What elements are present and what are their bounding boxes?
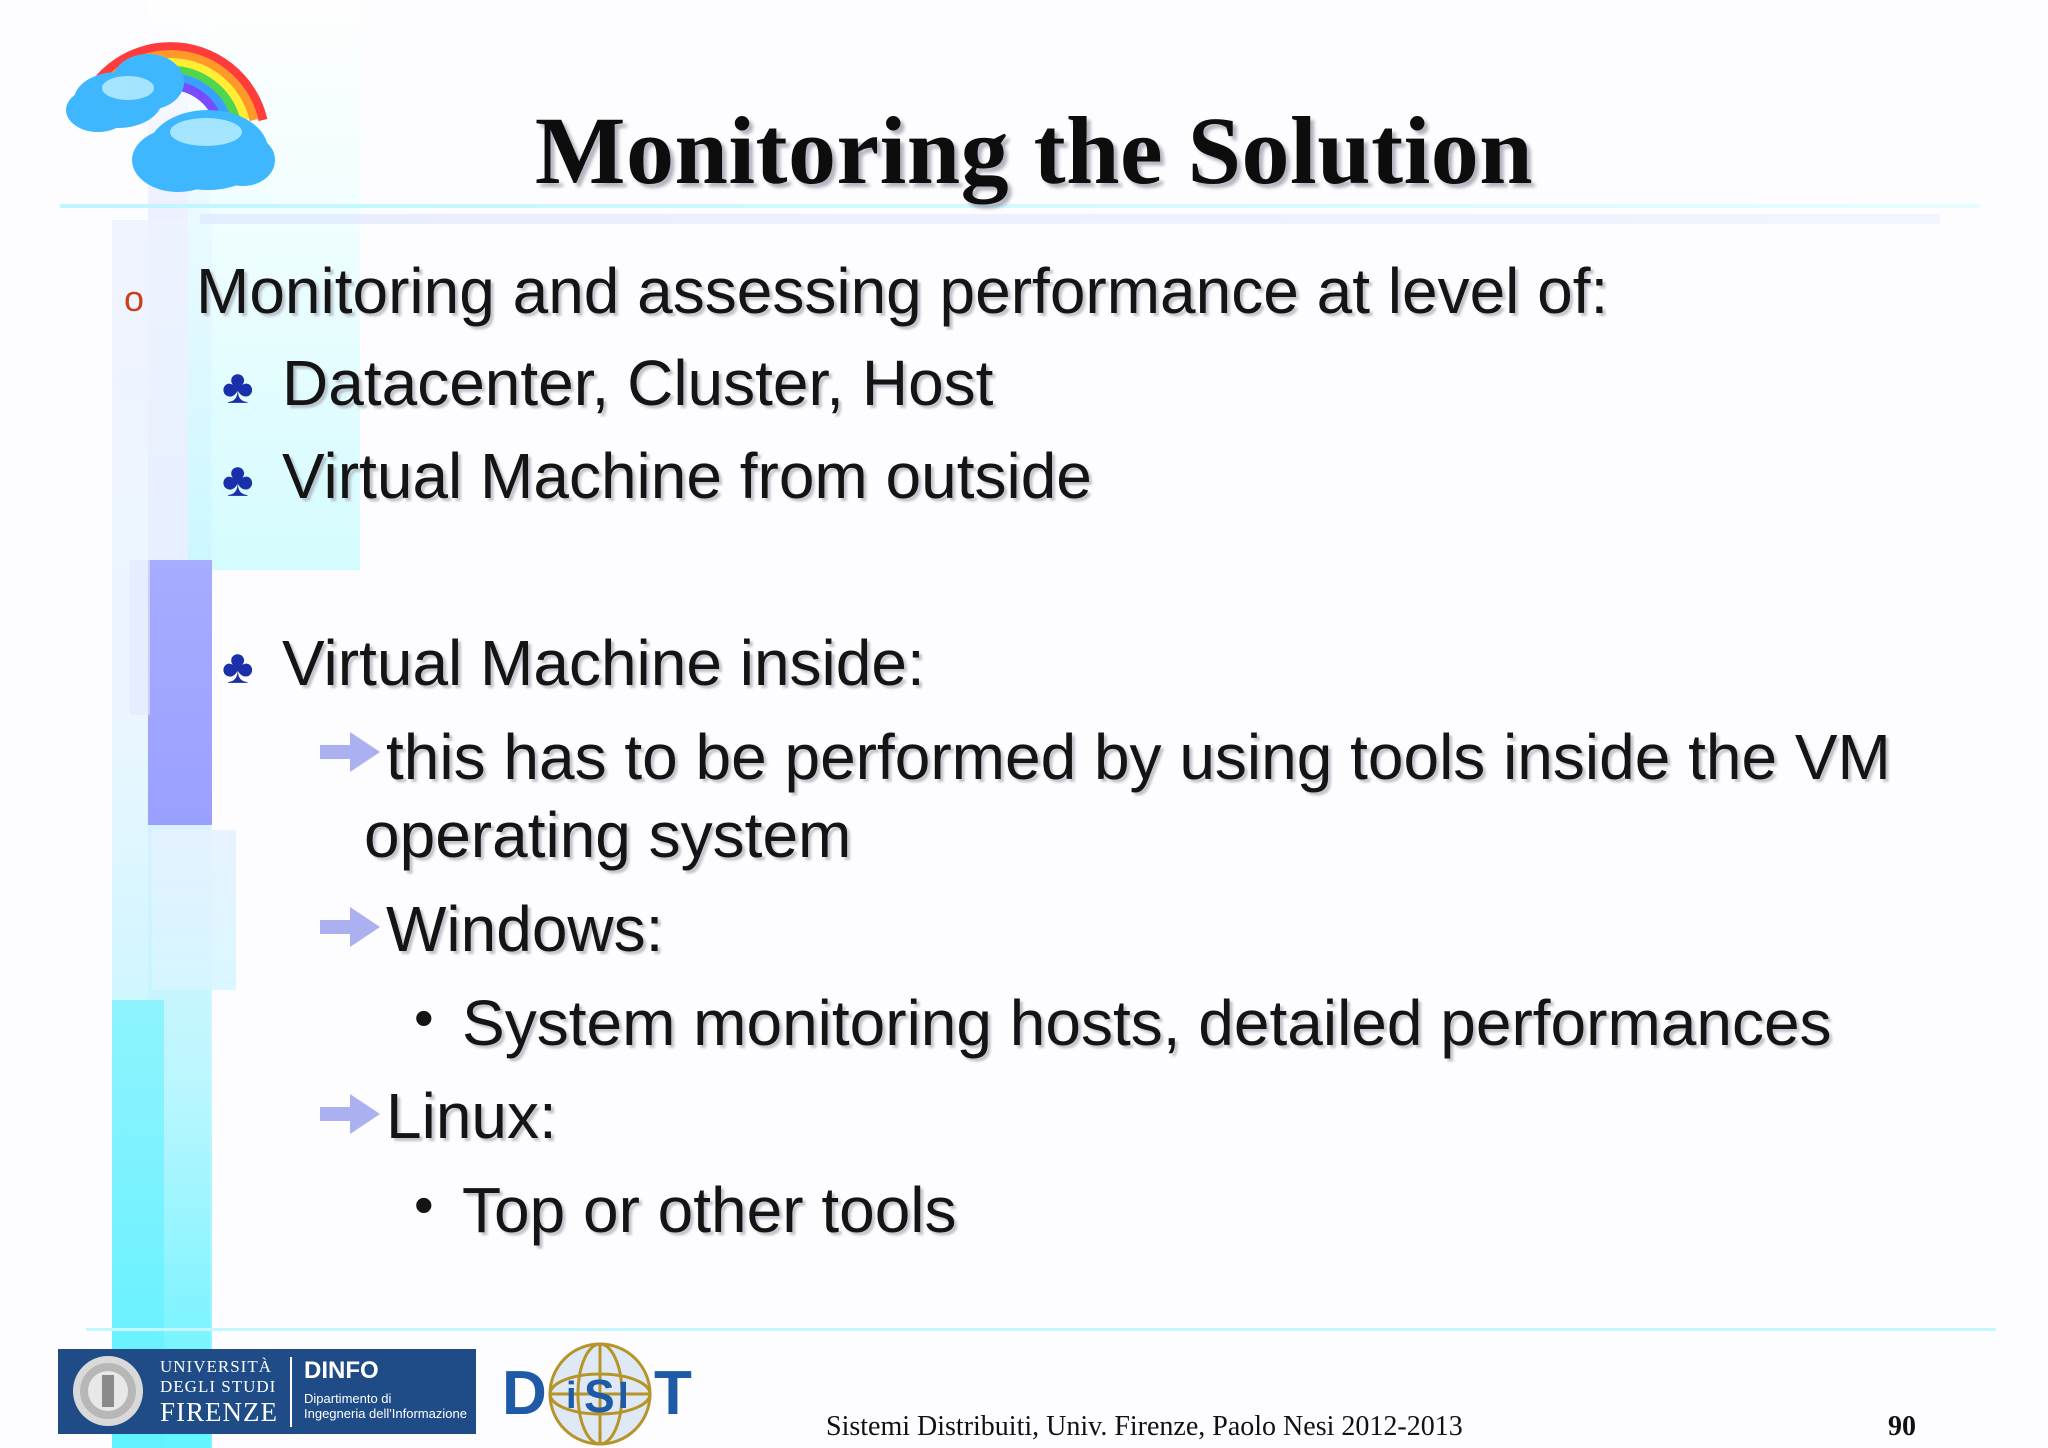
svg-text:I: I xyxy=(618,1375,629,1417)
university-seal-icon xyxy=(73,1356,143,1426)
dot-bullet-icon: • xyxy=(414,986,434,1049)
dinfo-department: Dipartimento di Ingegneria dell'Informaz… xyxy=(304,1391,467,1421)
club-bullet-icon: ♣ xyxy=(222,641,254,694)
club-bullet-icon: ♣ xyxy=(222,361,254,414)
disit-logo-d: D xyxy=(502,1359,547,1428)
club-bullet-icon: ♣ xyxy=(222,454,254,507)
title-divider xyxy=(60,204,1980,208)
logo-separator xyxy=(290,1357,292,1427)
arrow-bullet-icon xyxy=(320,1094,380,1134)
bullet-level4: Top or other tools xyxy=(462,1174,957,1246)
university-dinfo-logo: UNIVERSITÀ DEGLI STUDI FIRENZE DINFO Dip… xyxy=(58,1349,476,1434)
svg-text:S: S xyxy=(584,1370,615,1422)
rainbow-cloud-logo xyxy=(66,42,275,192)
bullet-level3-continuation: operating system xyxy=(364,799,852,871)
page-number: 90 xyxy=(1888,1411,1916,1442)
slide-title: Monitoring the Solution xyxy=(534,97,1534,204)
bullet-level2: Datacenter, Cluster, Host xyxy=(282,347,994,419)
svg-text:i: i xyxy=(566,1375,577,1417)
arrow-bullet-icon xyxy=(320,907,380,947)
bullet-level3: Windows: xyxy=(386,893,664,965)
footer-divider xyxy=(86,1328,1996,1331)
dinfo-name: DINFO xyxy=(304,1357,379,1384)
disit-globe-icon: i S I xyxy=(548,1342,652,1446)
arrow-bullet-icon xyxy=(320,732,380,772)
dot-bullet-icon: • xyxy=(414,1173,434,1236)
bullet-level1: Monitoring and assessing performance at … xyxy=(196,255,1609,327)
bullet-level4: System monitoring hosts, detailed perfor… xyxy=(462,987,1832,1059)
bullet-level2: Virtual Machine inside: xyxy=(282,627,925,699)
disit-logo-t: T xyxy=(654,1359,692,1428)
circle-bullet-icon: o xyxy=(124,278,145,319)
slide-footer: Sistemi Distribuiti, Univ. Firenze, Paol… xyxy=(826,1411,1463,1442)
title-divider-shadow xyxy=(200,214,1940,224)
university-name: UNIVERSITÀ DEGLI STUDI FIRENZE xyxy=(160,1357,278,1427)
bullet-level2: Virtual Machine from outside xyxy=(282,440,1092,512)
bullet-level3: this has to be performed by using tools … xyxy=(386,721,1891,793)
bullet-level3: Linux: xyxy=(386,1080,557,1152)
